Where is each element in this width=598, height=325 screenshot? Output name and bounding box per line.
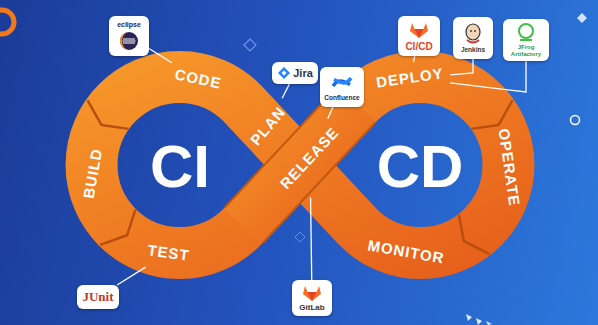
tool-icon [302,284,322,302]
stage-band: BUILD [77,141,108,205]
tool-icon [463,22,483,44]
tool-box: eclipse [109,16,149,56]
stage-title: CD [377,137,464,197]
segment-divider [100,210,135,245]
tool-name: CI/CD [405,41,432,52]
stage-band: RELEASE [272,119,347,198]
tool-name: Confluence [324,94,359,101]
tool-icon [119,31,139,51]
stage-label: OPERATE [495,127,522,208]
stage-label: RELEASE [277,124,342,192]
stage-band: PLAN [242,98,293,154]
tool-name: GitLab [299,304,324,313]
leader-line [328,107,333,119]
tool-name: eclipse [117,21,141,29]
stage-label: PLAN [247,103,289,148]
stage-band: OPERATE [491,121,524,212]
leader-line [450,61,526,92]
tool-icon [409,21,429,39]
tool-name: JFrog Artifactory [507,44,545,57]
leader-line [311,197,312,280]
segment-dividers [87,100,512,254]
tool-name: Jira [293,67,313,79]
tool-box: GitLab [292,280,332,316]
leader-line [149,48,172,62]
stage-band: TEST [140,239,195,267]
tool-box: Jira [272,62,318,84]
tool-icon [277,66,291,80]
crossing-band [243,104,357,226]
segment-divider [87,100,128,129]
leader-line [450,59,473,75]
tool-name: Jenkins [461,46,485,53]
stage-label: CODE [173,66,223,92]
stage-band: CODE [167,63,228,96]
stage-label: TEST [146,242,191,264]
leader-line [282,84,289,98]
tool-box: JUnit [77,285,119,309]
loop-band [92,77,509,253]
segment-divider [472,100,513,129]
leader-line [413,56,414,62]
stage-label: MONITOR [366,237,446,267]
decoration [0,10,587,325]
stage-title: CI [150,137,210,197]
stage-label: BUILD [80,146,105,199]
tool-box: Confluence [320,67,364,107]
stage-band: DEPLOY [370,62,450,94]
tool-icon [331,72,353,92]
tool-icon [516,22,536,42]
leader-line [117,267,146,285]
segment-divider [459,215,490,254]
tool-box: JFrog Artifactory [503,19,549,61]
tool-box: Jenkins [453,17,493,59]
stage-band: MONITOR [361,234,451,270]
tool-name: JUnit [82,290,113,304]
tool-box: CI/CD [398,16,440,56]
stage-label: DEPLOY [375,65,445,91]
